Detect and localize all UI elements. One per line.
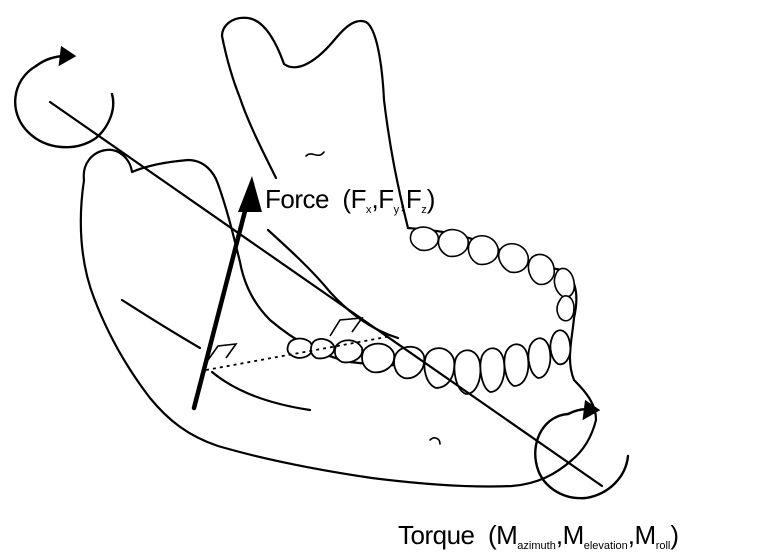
force-fx: F: [351, 184, 366, 214]
lower-teeth: [287, 330, 570, 394]
force-word: Force: [265, 184, 329, 214]
torque-axis: [50, 102, 602, 486]
torque-m-azimuth: M: [496, 520, 517, 550]
torque-label: Torque (Mazimuth,Melevation,Mroll): [398, 520, 679, 552]
torque-sep-2: ,: [628, 520, 635, 550]
torque-word: Torque: [398, 520, 475, 550]
force-arrow: [194, 184, 252, 408]
torque-sep-1: ,: [556, 520, 563, 550]
azimuth-subscript: azimuth: [517, 540, 556, 552]
torque-m-roll: M: [635, 520, 656, 550]
force-sep-2: ,: [399, 184, 406, 214]
force-fy: F: [378, 184, 393, 214]
force-label: Force (Fx,Fy,Fz): [265, 184, 435, 216]
force-open-paren: (: [342, 184, 350, 214]
elevation-subscript: elevation: [584, 540, 628, 552]
force-close-paren: ): [427, 184, 435, 214]
upper-rotation-arrow: [15, 48, 113, 147]
far-side-teeth: [410, 227, 574, 321]
torque-m-elevation: M: [563, 520, 584, 550]
torque-open-paren: (: [488, 520, 496, 550]
torque-close-paren: ): [670, 520, 678, 550]
force-arrowhead: [238, 176, 262, 212]
force-fz: F: [406, 184, 421, 214]
roll-subscript: roll: [656, 540, 671, 552]
